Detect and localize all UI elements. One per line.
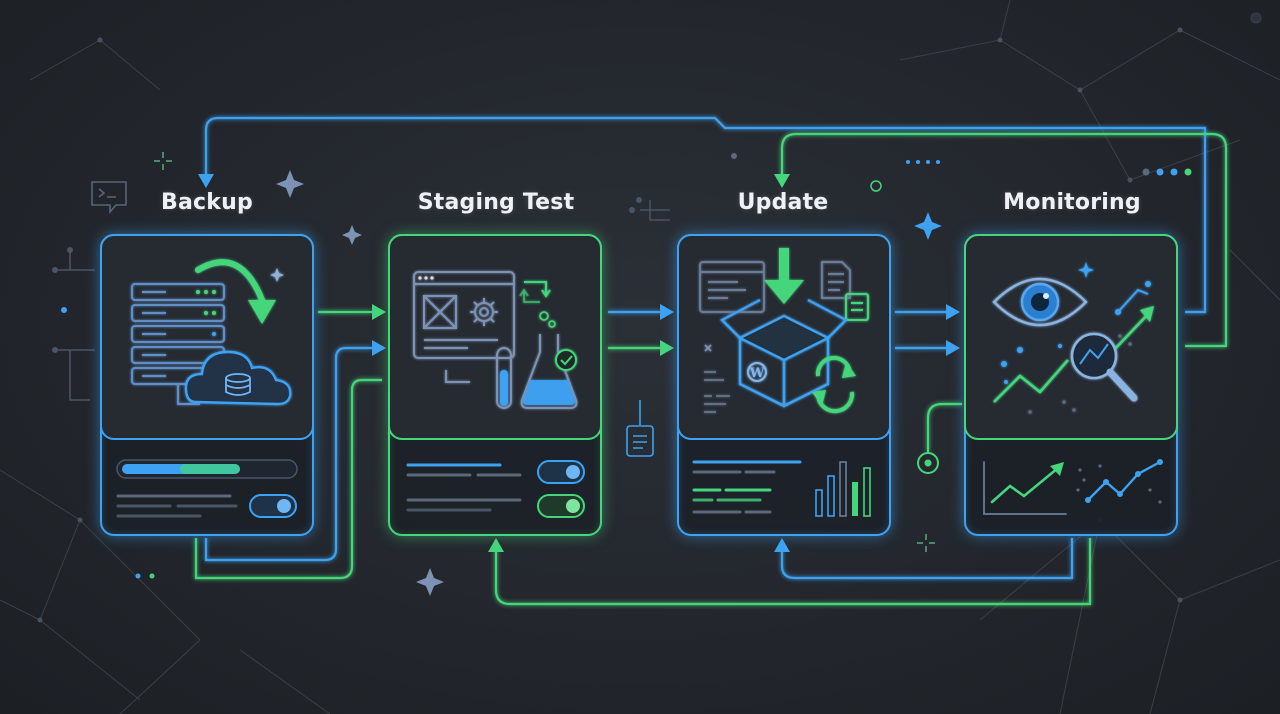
stage-card-monitoring — [964, 234, 1178, 536]
stage-title-backup: Backup — [161, 190, 253, 215]
stage-title-staging-test: Staging Test — [417, 190, 575, 215]
stage-title-monitoring: Monitoring — [1003, 190, 1141, 215]
illustration-panel — [677, 234, 891, 440]
illustration-panel — [100, 234, 314, 440]
stage-card-staging-test — [388, 234, 602, 536]
illustration-panel — [964, 234, 1178, 440]
illustration-panel — [388, 234, 602, 440]
stage-card-update — [677, 234, 891, 536]
stage-title-update: Update — [737, 190, 829, 215]
stage-card-backup — [100, 234, 314, 536]
